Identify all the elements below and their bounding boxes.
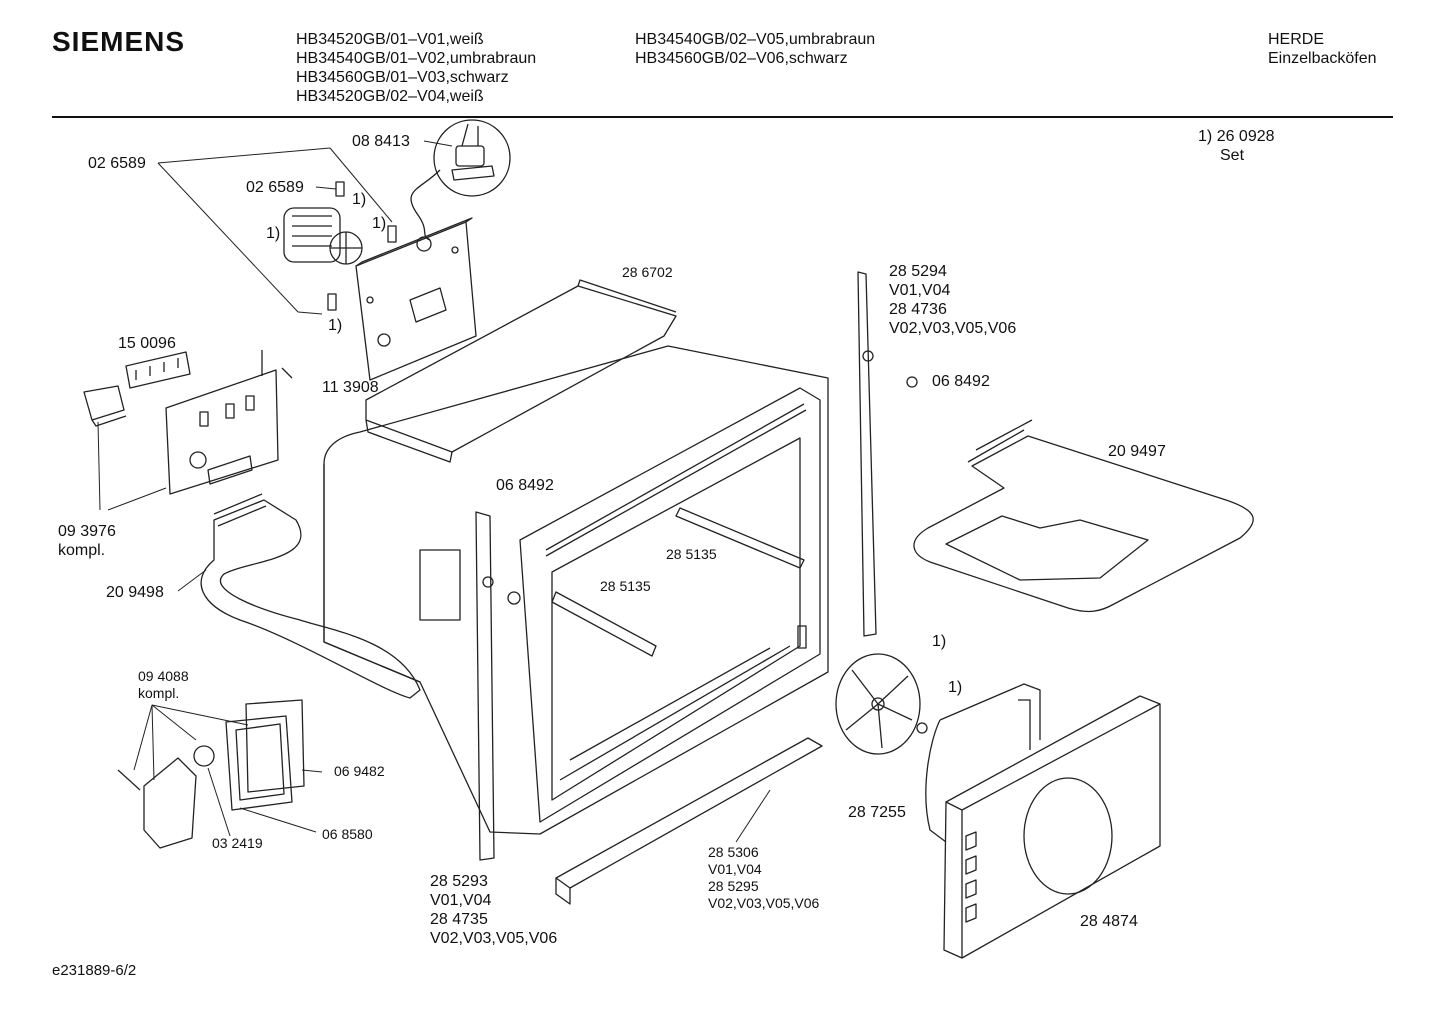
- shelf-rails: [552, 508, 804, 656]
- label-06-8492: 06 8492: [932, 373, 990, 390]
- label-06-8492: 06 8492: [496, 477, 554, 494]
- lamp-assembly: [118, 700, 304, 848]
- label-08-8413: 08 8413: [352, 133, 410, 150]
- label-line: 28 5294: [889, 263, 947, 280]
- header-divider: [52, 116, 1393, 118]
- label-28-5135: 28 5135: [666, 546, 717, 562]
- category-line: HERDE: [1268, 31, 1325, 48]
- front-trim: [556, 738, 822, 904]
- note-1: 1): [948, 679, 963, 696]
- label-28-6702: 28 6702: [622, 264, 673, 280]
- switch-block: [84, 352, 190, 426]
- label-line: 28 4735: [430, 911, 488, 928]
- note-1: 1): [352, 191, 367, 208]
- top-cover: [366, 280, 676, 462]
- model-line: HB34520GB/01–V01,weiß: [296, 31, 484, 48]
- oven-housing: [324, 346, 828, 834]
- label-06-9482: 06 9482: [334, 763, 385, 779]
- thermostat-detail: [411, 120, 510, 240]
- top-heating-element: [914, 420, 1253, 611]
- label-line: V01,V04: [889, 282, 951, 299]
- label-20-9498: 20 9498: [106, 584, 164, 601]
- label-02-6589: 02 6589: [88, 155, 146, 172]
- control-bracket: [166, 350, 292, 494]
- label-09-3976-group: 09 3976 kompl.: [58, 522, 116, 560]
- label-line: 28 5295: [708, 878, 759, 894]
- label-28-5293-group: 28 5293 V01,V04 28 4735 V02,V03,V05,V06: [430, 872, 557, 948]
- convection-fan: [836, 654, 920, 754]
- side-strip-right: [858, 272, 876, 636]
- category-line: Einzelbacköfen: [1268, 50, 1377, 67]
- set-note-ref: 1): [1198, 128, 1213, 145]
- label-line: V02,V03,V05,V06: [889, 320, 1017, 337]
- label-line: V02,V03,V05,V06: [430, 930, 558, 947]
- bottom-heating-element: [201, 494, 420, 698]
- label-line: 09 3976: [58, 523, 116, 540]
- label-line: 28 5306: [708, 844, 759, 860]
- side-strip-left: [476, 512, 494, 860]
- label-09-4088-group: 09 4088 kompl.: [138, 668, 189, 702]
- label-line: V01,V04: [430, 892, 492, 909]
- label-03-2419: 03 2419: [212, 835, 263, 851]
- set-note-number: 26 0928: [1216, 128, 1275, 145]
- model-line: HB34560GB/02–V06,schwarz: [635, 50, 848, 67]
- label-line: 28 5293: [430, 873, 488, 890]
- model-line: HB34560GB/01–V03,schwarz: [296, 69, 509, 86]
- ring-heating-element: [926, 684, 1040, 842]
- label-20-9497: 20 9497: [1108, 443, 1166, 460]
- set-note-text: Set: [1220, 147, 1245, 164]
- note-1: 1): [266, 225, 281, 242]
- category: HERDE Einzelbacköfen: [1268, 30, 1377, 68]
- label-28-5306-group: 28 5306 V01,V04 28 5295 V02,V03,V05,V06: [708, 844, 819, 912]
- label-line: V01,V04: [708, 861, 762, 877]
- label-11-3908: 11 3908: [322, 379, 379, 396]
- brand-logo: SIEMENS: [52, 26, 186, 57]
- note-1: 1): [328, 317, 343, 334]
- note-1: 1): [372, 215, 387, 232]
- model-line: HB34540GB/02–V05,umbrabraun: [635, 31, 876, 48]
- leader-lines: [98, 141, 770, 842]
- rear-panel: [356, 218, 476, 380]
- label-line: 09 4088: [138, 668, 189, 684]
- drawing-code: e231889-6/2: [52, 962, 137, 979]
- fan-cover: [944, 696, 1160, 958]
- label-line: kompl.: [58, 542, 106, 559]
- label-line: kompl.: [138, 685, 180, 701]
- model-list-2: HB34540GB/02–V05,umbrabraun HB34560GB/02…: [635, 30, 875, 68]
- model-line: HB34520GB/02–V04,weiß: [296, 88, 484, 105]
- label-02-6589: 02 6589: [246, 179, 304, 196]
- note-1: 1): [932, 633, 947, 650]
- label-15-0096: 15 0096: [118, 335, 176, 352]
- label-line: V02,V03,V05,V06: [708, 895, 820, 911]
- label-line: 28 4736: [889, 301, 947, 318]
- label-28-5294-group: 28 5294 V01,V04 28 4736 V02,V03,V05,V06: [889, 262, 1016, 338]
- fan-motor: [284, 182, 396, 310]
- model-line: HB34540GB/01–V02,umbrabraun: [296, 50, 537, 67]
- clips: [508, 377, 927, 733]
- set-note: 1) 26 0928 Set: [1198, 127, 1275, 165]
- label-28-4874: 28 4874: [1080, 913, 1138, 930]
- label-28-5135: 28 5135: [600, 578, 651, 594]
- label-06-8580: 06 8580: [322, 826, 373, 842]
- label-28-7255: 28 7255: [848, 804, 906, 821]
- model-list-1: HB34520GB/01–V01,weiß HB34540GB/01–V02,u…: [296, 30, 536, 106]
